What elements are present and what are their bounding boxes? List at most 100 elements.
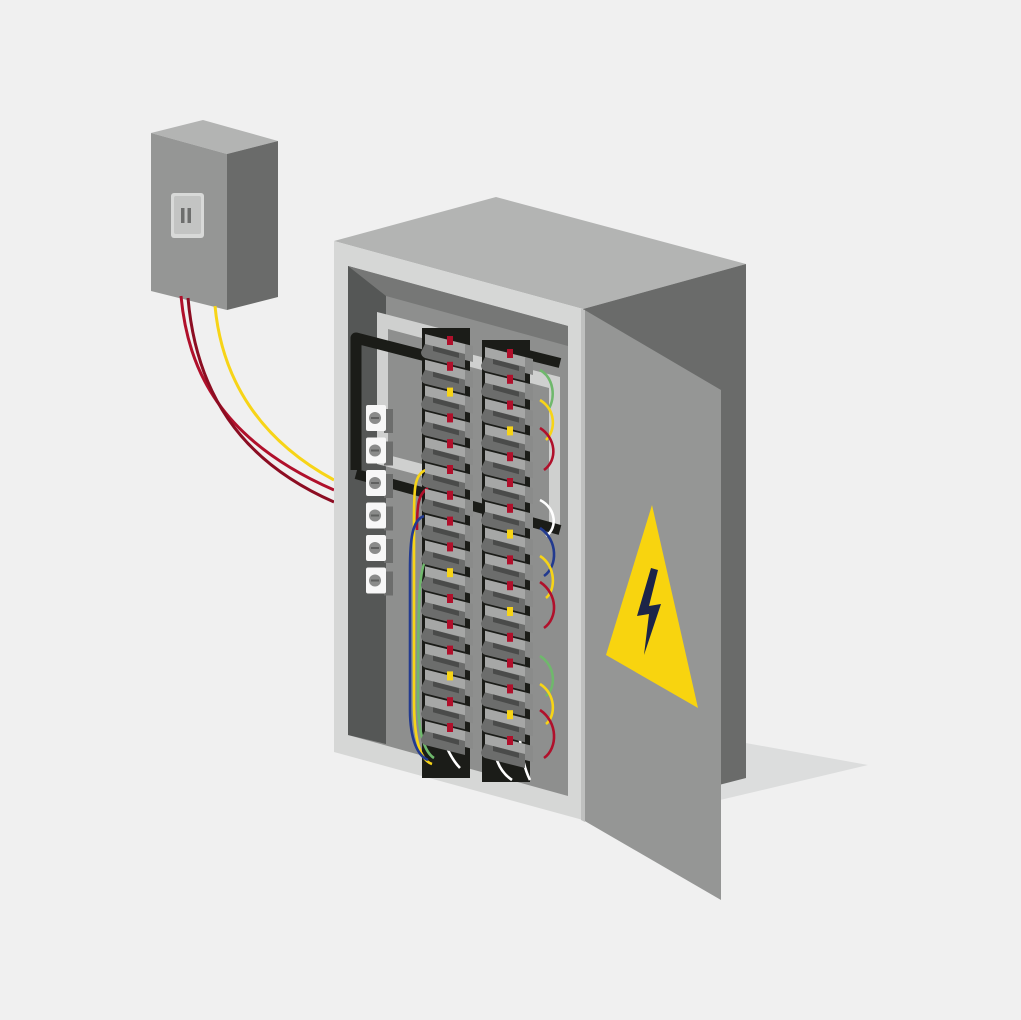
circuit-breaker-right-4[interactable]	[480, 424, 533, 459]
circuit-breaker-right-8[interactable]	[480, 527, 533, 562]
breaker-indicator-yellow	[447, 387, 453, 397]
circuit-breaker-left-6[interactable]	[420, 463, 473, 497]
breaker-slot	[433, 500, 459, 513]
circuit-breaker-right-7[interactable]	[480, 501, 533, 536]
breaker-indicator-red	[507, 478, 513, 487]
circuit-breaker-left-4[interactable]	[420, 411, 473, 446]
breaker-indicator-yellow	[507, 529, 513, 539]
breaker-face	[480, 744, 525, 768]
terminal-screw-2[interactable]	[366, 437, 393, 466]
breaker-terminal	[465, 498, 473, 517]
breaker-terminal	[465, 473, 473, 491]
high-voltage-warning-icon	[606, 505, 698, 708]
lightning-bolt-icon	[637, 568, 661, 655]
pause-bar-right	[187, 208, 191, 223]
circuit-breaker-left-5[interactable]	[420, 437, 473, 472]
circuit-breaker-right-9[interactable]	[480, 553, 533, 588]
circuit-breaker-left-16[interactable]	[420, 721, 473, 755]
breaker-terminal	[525, 408, 533, 427]
terminal-screw-6[interactable]	[366, 567, 393, 596]
breaker-slot	[433, 707, 459, 720]
terminal-screw-5[interactable]	[366, 535, 393, 563]
terminal-screw-4[interactable]	[366, 502, 393, 531]
breaker-indicator-red	[447, 619, 453, 629]
breaker-indicator-red	[447, 516, 453, 526]
branch-wire-red-right-3	[539, 708, 556, 760]
terminal-screw-slot	[371, 417, 379, 419]
circuit-breaker-left-14[interactable]	[420, 669, 473, 704]
circuit-breaker-left-15[interactable]	[420, 695, 473, 730]
breaker-terminal	[525, 744, 533, 762]
circuit-breaker-right-6[interactable]	[480, 476, 533, 510]
terminal-side	[384, 571, 393, 596]
circuit-breaker-right-16[interactable]	[480, 734, 533, 768]
circuit-breaker-left-1[interactable]	[420, 334, 473, 368]
breaker-terminal	[465, 576, 473, 595]
breaker-face	[480, 357, 525, 381]
circuit-breaker-left-10[interactable]	[420, 566, 473, 601]
circuit-breaker-left-8[interactable]	[420, 514, 473, 549]
breaker-slot	[493, 565, 519, 578]
breaker-slot	[493, 591, 519, 604]
breaker-face	[420, 447, 465, 472]
breaker-slot	[433, 475, 459, 487]
breaker-face	[480, 460, 525, 485]
breaker-indicator-red	[447, 439, 453, 449]
breaker-face	[480, 486, 525, 510]
breaker-terminal	[465, 395, 473, 414]
circuit-breaker-left-7[interactable]	[420, 488, 473, 523]
breaker-face	[420, 524, 465, 549]
breaker-face	[420, 653, 465, 678]
terminal-screw-slot	[371, 547, 379, 549]
feeder-wire-red-1	[179, 295, 335, 492]
circuit-breaker-right-14[interactable]	[480, 682, 533, 717]
circuit-breaker-right-3[interactable]	[480, 398, 533, 433]
breaker-face	[420, 602, 465, 626]
interior-top-wall	[348, 266, 568, 346]
breaker-indicator-red	[507, 503, 513, 513]
circuit-breaker-left-9[interactable]	[420, 540, 473, 575]
terminal-side	[384, 506, 393, 531]
circuit-breaker-right-12[interactable]	[480, 630, 533, 665]
breaker-terminal	[465, 731, 473, 749]
circuit-breaker-right-15[interactable]	[480, 708, 533, 743]
circuit-breaker-left-13[interactable]	[420, 643, 473, 678]
circuit-breaker-left-2[interactable]	[420, 359, 473, 394]
breaker-terminal	[525, 615, 533, 633]
breaker-indicator-red	[507, 374, 513, 384]
terminal-screw-1[interactable]	[366, 405, 393, 433]
breaker-face	[420, 369, 465, 394]
branch-wire-blue-right	[539, 526, 556, 578]
circuit-breaker-right-11[interactable]	[480, 605, 533, 639]
breaker-indicator-yellow	[507, 426, 513, 436]
circuit-breaker-right-5[interactable]	[480, 450, 533, 485]
breaker-panel-icon	[334, 197, 746, 900]
circuit-breaker-left-11[interactable]	[420, 592, 473, 626]
circuit-breaker-right-10[interactable]	[480, 579, 533, 614]
breaker-terminal	[465, 705, 473, 724]
breaker-indicator-yellow	[507, 607, 513, 616]
terminal-screw-3[interactable]	[366, 470, 393, 498]
circuit-breaker-right-13[interactable]	[480, 656, 533, 691]
terminal-block	[366, 405, 393, 596]
breaker-terminal	[465, 627, 473, 646]
breaker-terminal	[465, 550, 473, 569]
feeder-wires	[179, 295, 335, 504]
branch-wire-blue-left	[408, 514, 429, 762]
breaker-face	[420, 576, 465, 601]
breaker-indicator-red	[447, 697, 453, 707]
breaker-indicator-red	[507, 555, 513, 565]
circuit-breaker-left-3[interactable]	[420, 385, 473, 420]
breaker-terminal	[525, 666, 533, 685]
breaker-column-right	[480, 347, 533, 768]
breaker-slot	[433, 604, 459, 616]
terminal-screw-slot	[371, 579, 379, 582]
breaker-terminal	[465, 447, 473, 466]
breaker-slot	[433, 629, 459, 642]
circuit-breaker-right-1[interactable]	[480, 347, 533, 381]
breaker-face	[480, 718, 525, 743]
circuit-breaker-right-2[interactable]	[480, 372, 533, 407]
circuit-breaker-left-12[interactable]	[420, 617, 473, 652]
panel-door-edge	[581, 309, 585, 822]
